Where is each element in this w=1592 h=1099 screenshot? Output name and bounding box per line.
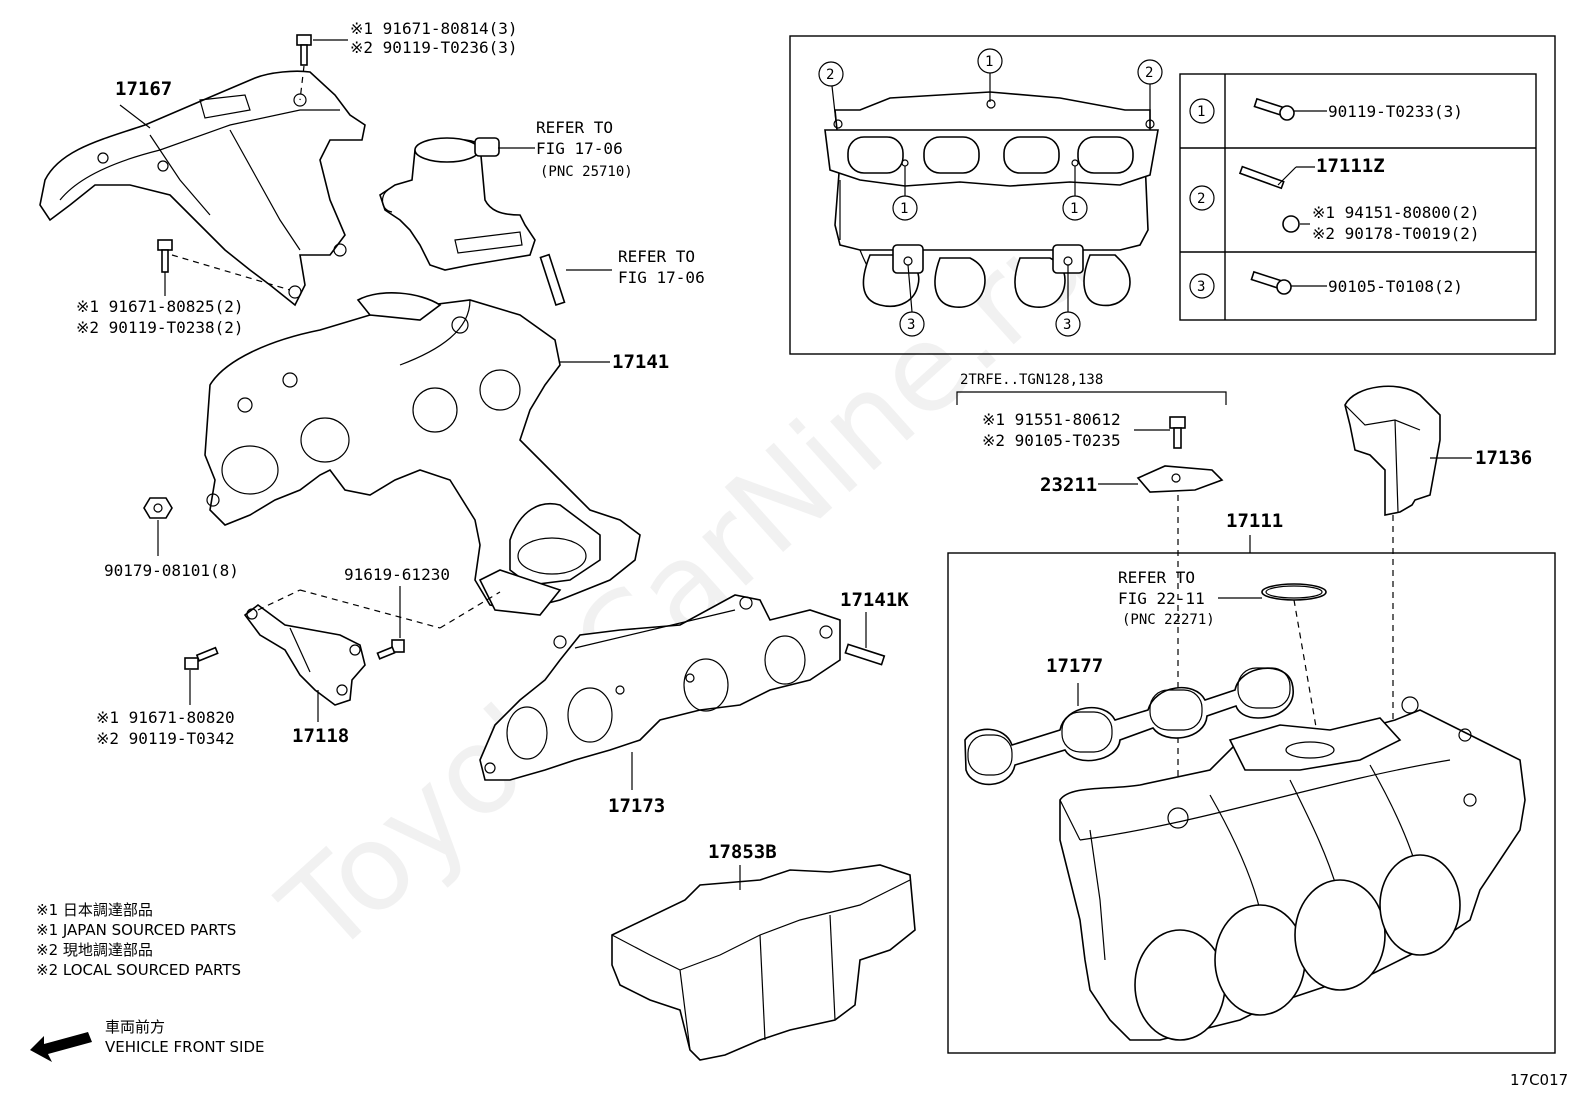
label-bolt-top-1: ※1 91671-80814(3) (350, 19, 518, 38)
bolt-icon (376, 639, 405, 660)
bolt-icon (184, 646, 219, 670)
exhaust-gasket-drawing (479, 594, 841, 781)
label-bracket-bolt-b-2: ※2 90119-T0342 (96, 729, 235, 748)
label-bracket: 17118 (292, 725, 349, 747)
marker-mid-left: 1 (900, 201, 908, 217)
intake-gasket-drawing (964, 667, 1294, 786)
label-intake-gasket: 17177 (1046, 655, 1103, 677)
label-cover: 17136 (1475, 447, 1532, 469)
label-intake-ref-3: (PNC 22271) (1122, 612, 1215, 628)
bracket-drawing (243, 603, 366, 706)
label-air-ref-1: REFER TO (536, 118, 613, 137)
label-intake-ref-2: FIG 22-11 (1118, 589, 1205, 608)
label-exhaust-gasket: 17173 (608, 795, 665, 817)
intake-manifold-drawing (1059, 696, 1526, 1041)
legend-row2-stud: 17111Z (1316, 155, 1385, 177)
marker-top-right: 2 (1145, 65, 1153, 81)
legend-row1-part: 90119-T0233(3) (1328, 102, 1463, 121)
legend-row2-part1: ※1 94151-80800(2) (1312, 203, 1480, 222)
label-stud-ref-2: FIG 17-06 (618, 268, 705, 287)
stud-icon (1238, 165, 1285, 190)
cover-drawing (1344, 385, 1441, 516)
label-exhaust-manifold: 17141 (612, 351, 669, 373)
label-intake-manifold: 17111 (1226, 510, 1283, 532)
label-manifold-nut: 90179-08101(8) (104, 561, 239, 580)
variant-label: 2TRFE..TGN128,138 (960, 372, 1103, 388)
label-gasket-bolt-2: ※2 90105-T0235 (982, 431, 1121, 450)
stud-icon (844, 643, 886, 666)
note-1: ※1 日本調達部品 (36, 901, 153, 919)
label-bracket-bolt-b-1: ※1 91671-80820 (96, 708, 235, 727)
label-bolt-side-2: ※2 90119-T0238(2) (76, 318, 244, 337)
direction-en: VEHICLE FRONT SIDE (105, 1038, 265, 1056)
nut-icon (1282, 215, 1300, 233)
label-bracket-bolt-a: 91619-61230 (344, 565, 450, 584)
bolt-icon (157, 239, 173, 273)
label-stud-ref-1: REFER TO (618, 247, 695, 266)
bolt-icon (296, 34, 312, 66)
marker-top-center: 1 (985, 54, 993, 70)
label-gasket-bolt-1: ※1 91551-80612 (982, 410, 1121, 429)
legend-marker-1: 1 (1197, 104, 1205, 120)
label-small-gasket: 23211 (1040, 474, 1097, 496)
label-air-ref-3: (PNC 25710) (540, 164, 633, 180)
label-bolt-top-2: ※2 90119-T0236(3) (350, 38, 518, 57)
label-bolt-side-1: ※1 91671-80825(2) (76, 297, 244, 316)
stud-icon (539, 253, 566, 307)
exhaust-manifold-drawing (204, 292, 641, 616)
label-air-ref-2: FIG 17-06 (536, 139, 623, 158)
o-ring-drawing (1261, 583, 1327, 601)
note-4: ※2 LOCAL SOURCED PARTS (36, 961, 241, 979)
legend-marker-3: 3 (1197, 279, 1205, 295)
direction-jp: 車両前方 (105, 1018, 165, 1036)
arrow-left-icon (30, 1032, 92, 1062)
bolt-icon (1253, 97, 1295, 121)
label-intake-ref-1: REFER TO (1118, 568, 1195, 587)
legend-row3-part: 90105-T0108(2) (1328, 277, 1463, 296)
lower-insulator-drawing (611, 864, 916, 1061)
air-valve-drawing (379, 137, 536, 271)
legend-table: 1 90119-T0233(3) 2 17111Z ※1 94151-80800… (1179, 73, 1537, 321)
detail-markers: 2 1 2 1 1 3 3 (818, 48, 1163, 337)
intake-frame (947, 552, 1556, 1054)
marker-mid-right: 1 (1070, 201, 1078, 217)
note-3: ※2 現地調達部品 (36, 941, 153, 959)
nut-icon (143, 497, 173, 519)
marker-circle (818, 61, 844, 87)
note-2: ※1 JAPAN SOURCED PARTS (36, 921, 236, 939)
bolt-icon (1250, 270, 1292, 295)
label-stud: 17141K (840, 589, 909, 611)
small-gasket-drawing (1136, 465, 1224, 493)
marker-bottom-left: 3 (907, 317, 915, 333)
legend-row2-part2: ※2 90178-T0019(2) (1312, 224, 1480, 243)
detail-frame (789, 35, 1556, 355)
marker-bottom-right: 3 (1063, 317, 1071, 333)
marker-top-left: 2 (826, 67, 834, 83)
label-lower-insulator: 17853B (708, 841, 777, 863)
legend-marker-2: 2 (1197, 191, 1205, 207)
diagram-code: 17C017 (1510, 1071, 1568, 1089)
label-heat-insulator: 17167 (115, 78, 172, 100)
bolt-icon (1169, 416, 1186, 449)
heat-insulator-drawing (39, 70, 366, 307)
